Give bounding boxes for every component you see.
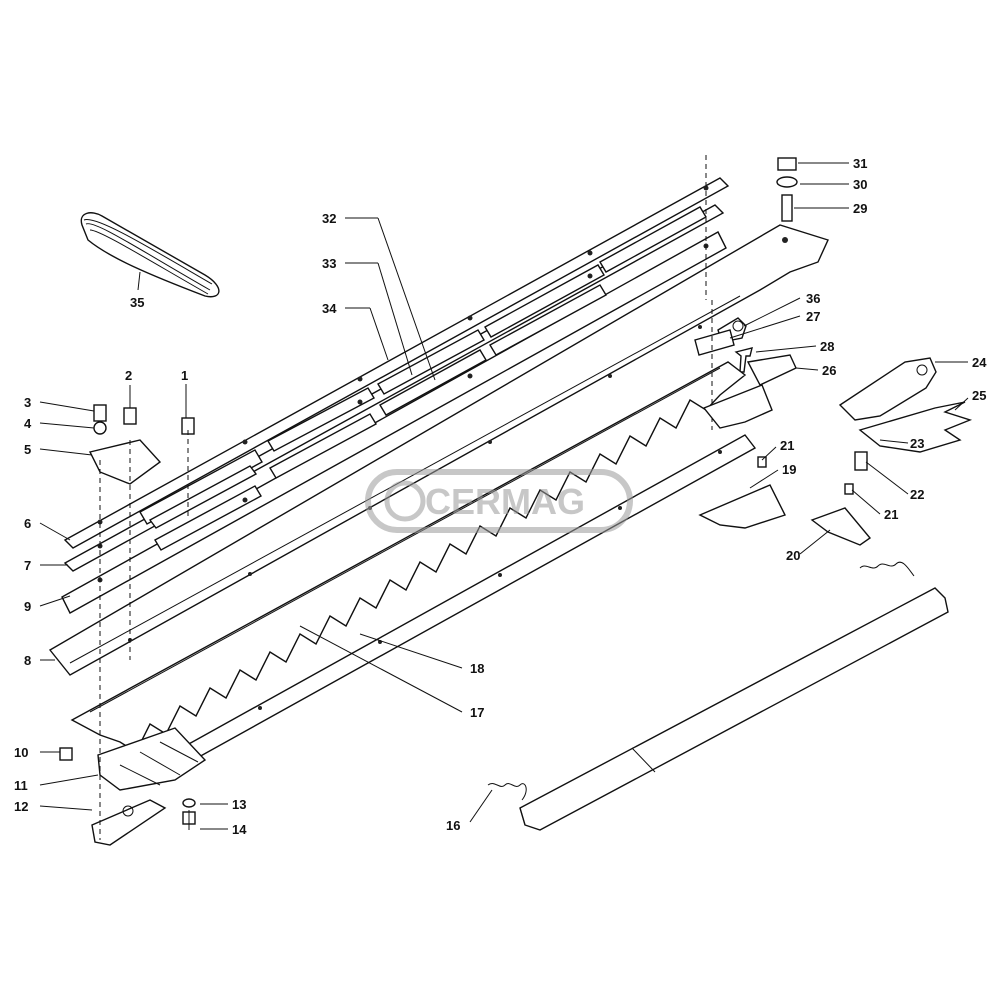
spacer-plates bbox=[139, 206, 707, 551]
bar-holes bbox=[97, 185, 709, 583]
bolt-part-14 bbox=[182, 810, 196, 830]
shoe-part-12 bbox=[91, 799, 167, 846]
callout-19: 19 bbox=[782, 462, 796, 477]
callout-32: 32 bbox=[322, 211, 336, 226]
callout-12: 12 bbox=[14, 799, 28, 814]
callout-22: 22 bbox=[910, 487, 924, 502]
callout-25: 25 bbox=[972, 388, 986, 403]
callout-labels: 1 2 3 4 5 6 7 8 9 10 11 12 13 14 16 17 1… bbox=[14, 156, 987, 837]
clip-part-20 bbox=[810, 507, 872, 546]
callout-16: 16 bbox=[446, 818, 460, 833]
callout-23: 23 bbox=[910, 436, 924, 451]
callout-31: 31 bbox=[853, 156, 867, 171]
spring-part-3 bbox=[93, 404, 107, 422]
callout-33: 33 bbox=[322, 256, 336, 271]
callout-7: 7 bbox=[24, 558, 31, 573]
washer-part-30 bbox=[776, 176, 798, 188]
nut-part-4 bbox=[93, 421, 107, 435]
callout-34: 34 bbox=[322, 301, 337, 316]
callout-18: 18 bbox=[470, 661, 484, 676]
main-bar-8 bbox=[48, 224, 829, 676]
bolt-part-2 bbox=[123, 407, 137, 425]
watermark: CERMAG bbox=[365, 469, 633, 533]
callout-8: 8 bbox=[24, 653, 31, 668]
knife-section-26 bbox=[702, 354, 797, 429]
bolt-part-21a bbox=[757, 456, 767, 468]
callout-5: 5 bbox=[24, 442, 31, 457]
knife-blade-17 bbox=[70, 361, 747, 754]
plate-part-27 bbox=[694, 329, 735, 356]
callout-3: 3 bbox=[24, 395, 31, 410]
plate-part-19 bbox=[698, 484, 786, 529]
callout-35: 35 bbox=[130, 295, 144, 310]
belt-part-35 bbox=[80, 212, 220, 298]
bolt-part-28 bbox=[734, 347, 753, 373]
callout-4: 4 bbox=[24, 416, 32, 431]
callout-24: 24 bbox=[972, 355, 987, 370]
callout-17: 17 bbox=[470, 705, 484, 720]
callout-13: 13 bbox=[232, 797, 246, 812]
callout-26: 26 bbox=[822, 363, 836, 378]
callout-21b: 21 bbox=[884, 507, 898, 522]
clamp-part-5 bbox=[88, 439, 162, 485]
callout-21a: 21 bbox=[780, 438, 794, 453]
nut-part-31 bbox=[777, 157, 797, 171]
callout-2: 2 bbox=[125, 368, 132, 383]
spring-part-16-left bbox=[487, 783, 527, 801]
guard-part-25 bbox=[858, 401, 973, 453]
callout-20: 20 bbox=[786, 548, 800, 563]
upper-bar-6 bbox=[63, 177, 730, 549]
assembly-lines bbox=[99, 155, 713, 840]
cover-part-16 bbox=[519, 587, 949, 831]
callout-30: 30 bbox=[853, 177, 867, 192]
callout-6: 6 bbox=[24, 516, 31, 531]
callout-10: 10 bbox=[14, 745, 28, 760]
bolt-part-10 bbox=[59, 747, 73, 761]
callout-9: 9 bbox=[24, 599, 31, 614]
bolt-part-21b bbox=[844, 483, 854, 495]
leader-lines bbox=[39, 162, 969, 830]
callout-1: 1 bbox=[181, 368, 188, 383]
bolt-part-29 bbox=[781, 194, 793, 222]
callout-28: 28 bbox=[820, 339, 834, 354]
watermark-text: CERMAG bbox=[425, 481, 585, 522]
washer-part-13 bbox=[182, 798, 196, 808]
spring-part-16-right bbox=[859, 561, 915, 577]
callout-27: 27 bbox=[806, 309, 820, 324]
knife-head-part-24 bbox=[838, 357, 937, 421]
callout-29: 29 bbox=[853, 201, 867, 216]
callout-11: 11 bbox=[14, 778, 28, 793]
callout-36: 36 bbox=[806, 291, 820, 306]
bolt-part-22 bbox=[854, 451, 868, 471]
callout-14: 14 bbox=[232, 822, 247, 837]
